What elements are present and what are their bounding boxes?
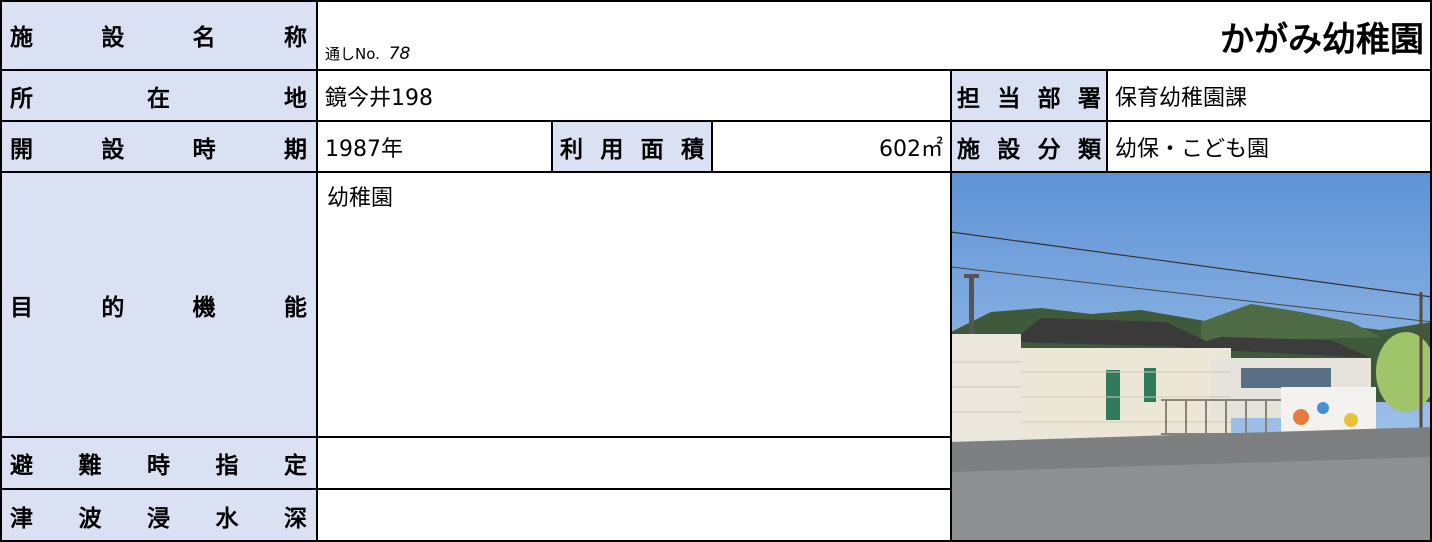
label-char: 名 xyxy=(192,25,216,51)
grid-line xyxy=(0,0,2,542)
opened-label: 開設時期 xyxy=(0,121,317,172)
grid-line xyxy=(0,436,951,438)
grid-line xyxy=(0,488,951,490)
opened-label-text: 開設時期 xyxy=(10,130,307,164)
label-char: 期 xyxy=(283,136,307,163)
label-char: 用 xyxy=(600,136,624,163)
label-char: 機 xyxy=(192,294,216,321)
tsunami-label: 津波浸水深 xyxy=(0,489,317,542)
label-char: 当 xyxy=(997,85,1021,112)
grid-line xyxy=(316,0,318,542)
label-char: 定 xyxy=(284,453,307,479)
grid-line xyxy=(950,69,952,542)
label-char: 開 xyxy=(10,136,33,163)
serial-value: 78 xyxy=(388,44,411,64)
category-value: 幼保・こども園 xyxy=(1107,121,1432,172)
grid-line xyxy=(0,120,1432,122)
label-char: 類 xyxy=(1077,136,1101,163)
grid-line xyxy=(0,69,1432,71)
label-char: 利 xyxy=(560,136,583,163)
label-char: 設 xyxy=(997,136,1021,163)
label-char: 所 xyxy=(10,85,33,112)
department-value: 保育幼稚園課 xyxy=(1107,70,1432,121)
area-value: 602㎡ xyxy=(712,121,951,172)
label-char: 浸 xyxy=(147,505,170,532)
label-char: 在 xyxy=(147,85,170,112)
label-char: 称 xyxy=(283,25,307,51)
department-label-text: 担当部署 xyxy=(957,79,1101,113)
location-value: 鏡今井198 xyxy=(317,70,951,121)
label-char: 避 xyxy=(10,453,33,479)
label-char: 地 xyxy=(284,85,307,112)
label-char: 部 xyxy=(1037,85,1061,112)
facility-name-label-text: 施設名称 xyxy=(10,18,307,52)
label-char: 深 xyxy=(284,505,307,532)
opened-value: 1987年 xyxy=(317,121,552,172)
grid-line xyxy=(711,120,713,172)
label-char: 時 xyxy=(192,136,216,163)
grid-line xyxy=(0,171,1432,173)
label-char: 指 xyxy=(215,453,239,479)
tsunami-value xyxy=(317,489,951,542)
evacuation-label: 避難時指定 xyxy=(0,437,317,489)
purpose-label: 目的機能 xyxy=(0,172,317,437)
serial-prefix: 通しNo. xyxy=(325,45,380,63)
area-label: 利用面積 xyxy=(552,121,712,172)
location-label: 所在地 xyxy=(0,70,317,121)
category-label: 施設分類 xyxy=(951,121,1107,172)
tsunami-label-text: 津波浸水深 xyxy=(10,499,307,533)
category-label-text: 施設分類 xyxy=(957,130,1101,164)
label-char: 施 xyxy=(957,136,980,163)
facility-name-cell: 通しNo. 78 かがみ幼稚園 xyxy=(317,0,1432,70)
label-char: 波 xyxy=(78,505,102,532)
label-char: 津 xyxy=(10,505,33,532)
label-char: 目 xyxy=(10,294,33,321)
department-label: 担当部署 xyxy=(951,70,1107,121)
label-char: 能 xyxy=(283,294,307,321)
label-char: 時 xyxy=(147,453,170,479)
location-label-text: 所在地 xyxy=(10,79,307,113)
facility-name: かがみ幼稚園 xyxy=(1220,20,1424,60)
serial-number: 通しNo. 78 xyxy=(325,43,410,64)
label-char: 難 xyxy=(78,453,102,479)
grid-line xyxy=(1430,0,1432,542)
facility-photo xyxy=(951,172,1432,542)
grid-line xyxy=(1106,69,1108,172)
grid-line xyxy=(0,540,1432,542)
label-char: 水 xyxy=(215,505,239,532)
label-char: 積 xyxy=(680,136,704,163)
purpose-label-text: 目的機能 xyxy=(10,288,307,322)
evacuation-value xyxy=(317,437,951,489)
label-char: 担 xyxy=(957,85,980,112)
facility-photo-image xyxy=(951,172,1432,542)
label-char: 署 xyxy=(1077,85,1101,112)
label-char: 的 xyxy=(101,294,125,321)
grid-line xyxy=(551,120,553,172)
label-char: 施 xyxy=(10,25,33,51)
label-char: 面 xyxy=(640,136,664,163)
evacuation-label-text: 避難時指定 xyxy=(10,446,307,480)
label-char: 設 xyxy=(101,136,125,163)
label-char: 設 xyxy=(101,25,125,51)
purpose-value: 幼稚園 xyxy=(327,186,394,211)
area-label-text: 利用面積 xyxy=(560,130,704,164)
grid-line xyxy=(0,0,1432,2)
label-char: 分 xyxy=(1037,136,1061,163)
facility-name-label: 施設名称 xyxy=(0,0,317,70)
